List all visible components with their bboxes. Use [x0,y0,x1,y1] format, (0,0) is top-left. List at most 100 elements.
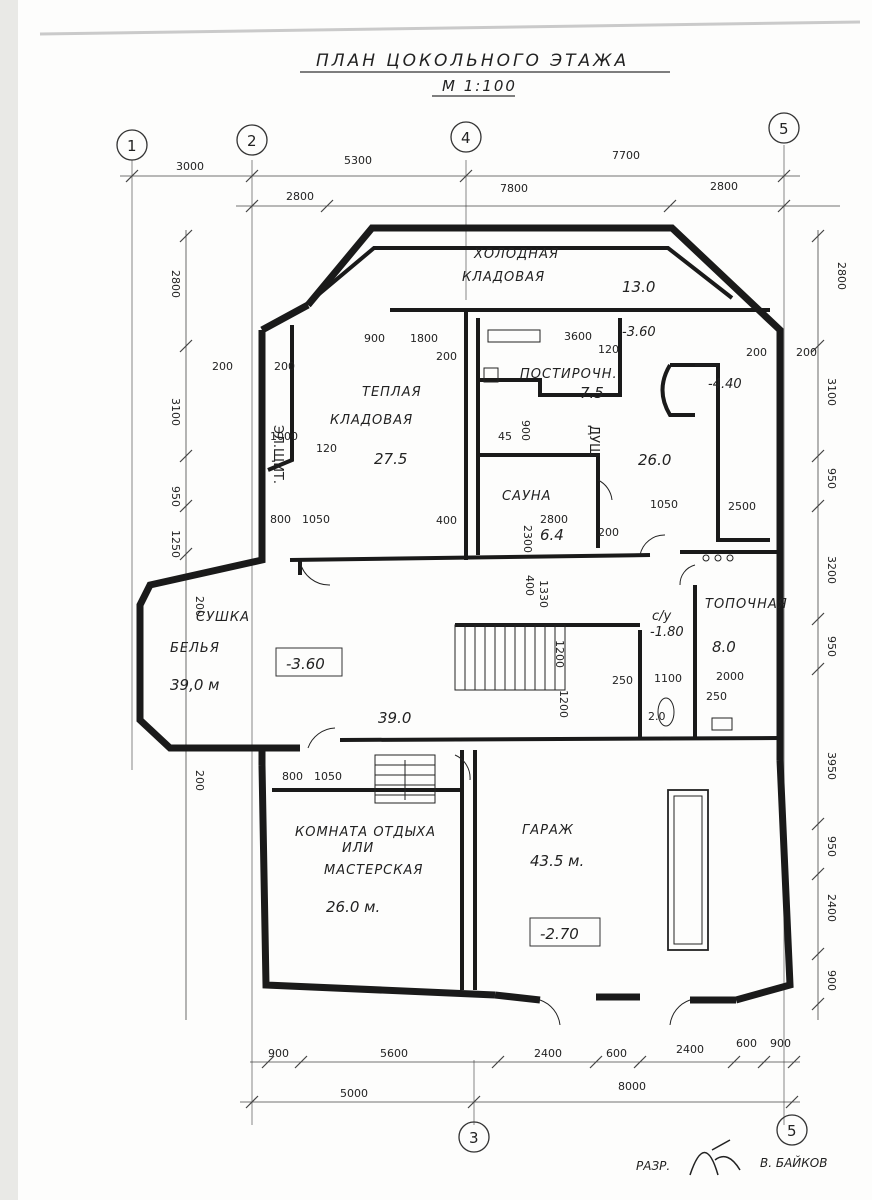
dim-top-5300: 5300 [344,154,372,167]
dim-bottom-900a: 900 [268,1047,289,1060]
dim-bottom-5000: 5000 [340,1087,368,1100]
sauna-label: САУНА [502,489,552,504]
dim-inner-1200: 1200 [553,640,566,668]
dim-bottom-2400b: 2400 [676,1043,704,1056]
pool-level: -4.40 [708,377,742,392]
dim-inner-2-0: 2.0 [648,710,666,723]
dim-right-950b: 950 [825,636,838,657]
inner-dimensions: 200 200 200 200 200 900 1800 3600 120 12… [212,330,817,783]
dim-left-3100: 3100 [169,398,182,426]
drying-label-1: СУШКА [196,610,250,625]
dim-inner-1050b: 1050 [650,498,678,511]
laundry-label: ПОСТИРОЧН. [520,367,618,382]
dim-inner-2300: 2300 [521,525,534,553]
signature-block: РАЗР. В. БАЙКОВ [636,1139,827,1176]
garage-level: -2.70 [540,925,579,943]
dim-inner-1050c: 1050 [314,770,342,783]
axis-mark-1: 1 [127,137,137,155]
cold-storage-label-1: ХОЛОДНАЯ [473,247,559,262]
dim-top-7700: 7700 [612,149,640,162]
laundry-area: 7.5 [580,384,604,402]
garage-inspection-pit [667,789,709,951]
signature-label: РАЗР. [636,1159,670,1173]
garage-area: 43.5 м. [530,852,584,870]
dim-top-7800: 7800 [500,182,528,195]
dim-right-3950: 3950 [825,752,838,780]
drying-label-2: БЕЛЬЯ [170,641,220,656]
plan-title: ПЛАН ЦОКОЛЬНОГО ЭТАЖА [316,51,629,71]
warm-storage-label-2: КЛАДОВАЯ [330,413,413,428]
level-marks: -3.60 -3.60 -4.40 -1.80 -2.70 [275,325,742,947]
wc-label: с/у [652,609,672,624]
outer-wall-bottom-left [258,764,496,999]
dim-bottom-600a: 600 [606,1047,627,1060]
garage-pit-inner [673,795,703,945]
dim-inner-45: 45 [498,430,512,443]
pool-room-area: 26.0 [638,451,671,469]
walls [136,224,794,1004]
rest-room-label-3: МАСТЕРСКАЯ [324,863,423,878]
laundry-level: -3.60 [622,325,656,340]
dim-inner-800a: 800 [270,513,291,526]
outer-wall-nw [260,301,310,334]
dim-bottom-2400a: 2400 [534,1047,562,1060]
main-level-box [275,647,343,677]
axis-mark-5-top: 5 [779,120,789,138]
dim-top-2800a: 2800 [286,190,314,203]
outer-wall-left [136,330,300,752]
dim-inner-1100: 1100 [654,672,682,685]
drying-area: 39,0 м [170,676,219,694]
dim-inner-1000: 1000 [270,430,298,443]
cold-storage-area: 13.0 [622,278,655,296]
dim-left-200b: 200 [193,770,206,791]
main-level: -3.60 [286,655,325,673]
dimension-lines [120,169,840,1109]
axis-markers: 1 2 4 5 3 5 [116,112,808,1153]
garage-door-left-post [494,991,541,1004]
scan-top-edge [39,20,861,36]
staircase [374,624,566,804]
room-labels: ХОЛОДНАЯ КЛАДОВАЯ 13.0 ТЕПЛАЯ КЛАДОВАЯ 2… [170,247,788,916]
dim-bottom-900b: 900 [770,1037,791,1050]
axis-mark-3: 3 [469,1129,479,1147]
door-swings [299,479,696,1026]
dim-inner-1330: 1330 [537,580,550,608]
outer-wall-top [305,224,784,760]
boiler-area: 8.0 [712,638,736,656]
dim-inner-200-mid: 200 [436,350,457,363]
scan-left-shadow [0,0,18,1200]
inner-walls [267,246,781,990]
hall-area: 39.0 [378,709,411,727]
boiler-label: ТОПОЧНАЯ [705,597,788,612]
dim-right-900: 900 [825,970,838,991]
dim-inner-900b: 900 [519,420,532,441]
outer-wall-right [735,759,794,1004]
dim-left-950: 950 [169,486,182,507]
dim-inner-3600: 3600 [564,330,592,343]
dim-right-950c: 950 [825,836,838,857]
dim-inner-1050a: 1050 [302,513,330,526]
dim-right-3100: 3100 [825,378,838,406]
rest-room-label-2: ИЛИ [342,841,374,856]
cold-storage-label-2: КЛАДОВАЯ [462,270,545,285]
dim-inner-200-left: 200 [212,360,233,373]
el-panel-label: ЭЛ.ЩИТ. [270,425,285,484]
dim-top-3000: 3000 [176,160,204,173]
left-dimensions: 2800 3100 950 1250 200 200 [169,270,206,791]
warm-storage-label-1: ТЕПЛАЯ [362,385,422,400]
bottom-dimensions: 900 5600 2400 600 2400 600 900 5000 8000 [268,1037,791,1100]
plan-scale: М 1:100 [442,77,517,95]
dim-left-1250: 1250 [169,530,182,558]
dim-bottom-8000: 8000 [618,1080,646,1093]
rest-room-label-1: КОМНАТА ОТДЫХА [295,825,436,840]
dim-inner-2500: 2500 [728,500,756,513]
dim-inner-1200b: 1200 [557,690,570,718]
warm-storage-area: 27.5 [374,450,407,468]
dim-inner-2800: 2800 [540,513,568,526]
dim-inner-200-pool: 200 [746,346,767,359]
axis-mark-5-bottom: 5 [787,1122,797,1140]
dim-inner-400b: 400 [523,575,536,596]
signature-name: В. БАЙКОВ [760,1155,827,1170]
